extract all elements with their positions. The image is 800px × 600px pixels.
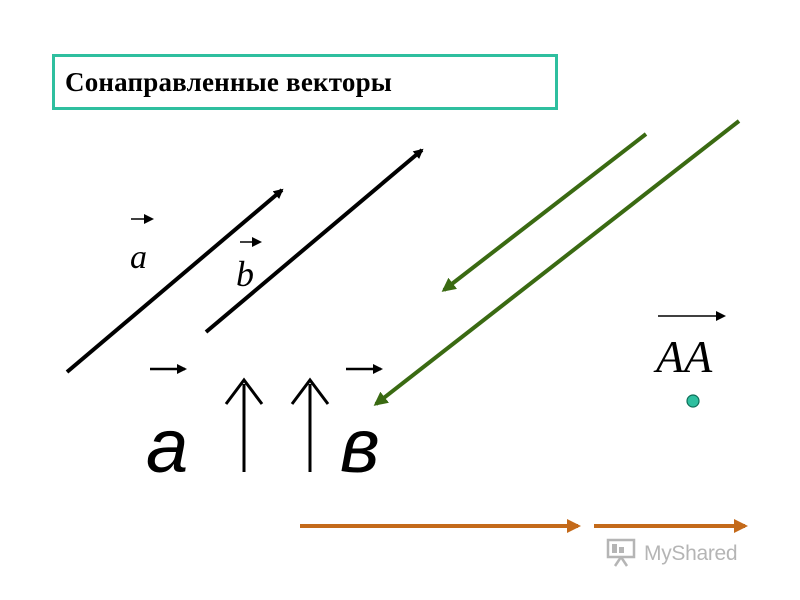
zero-vector-aa: AA	[653, 311, 726, 382]
vector-b-letter: b	[236, 254, 254, 294]
notation-left-letter: a	[146, 404, 188, 489]
vector-a-letter: a	[130, 239, 147, 276]
codirection-notation: a в	[146, 364, 383, 489]
notation-right-letter: в	[340, 404, 380, 489]
watermark: MyShared	[606, 536, 738, 572]
vector-a-line	[65, 188, 284, 374]
vector-a-label: a	[130, 214, 154, 276]
slide-title: Сонаправленные векторы	[65, 66, 393, 97]
green-vector-2	[373, 119, 741, 406]
watermark-text: MyShared	[644, 542, 738, 565]
vector-b-line	[204, 148, 424, 334]
presentation-board-icon	[606, 537, 638, 572]
title-box: Сонаправленные векторы	[52, 54, 558, 110]
vector-b-label: b	[236, 237, 262, 294]
zero-vector-aa-letters: AA	[653, 331, 713, 382]
double-up-arrow-icon	[224, 377, 330, 472]
green-vector-1	[441, 132, 648, 292]
zero-vector-point	[686, 394, 700, 408]
